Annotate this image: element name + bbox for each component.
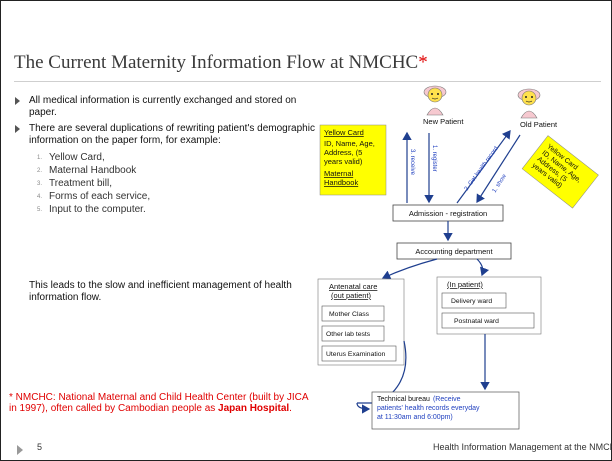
- technical-bureau-line: at 11:30am and 6:00pm): [377, 414, 453, 421]
- delivery-ward-box: [441, 292, 507, 309]
- register-arrow-label: 1. register: [431, 145, 437, 172]
- technical-bureau-box: [371, 391, 520, 430]
- yellow-card-line: years valid): [324, 157, 363, 166]
- accounting-box: [396, 242, 512, 260]
- sub-item: 4. Forms of each service,: [15, 190, 315, 203]
- sub-item-label: Maternal Handbook: [49, 165, 137, 176]
- postnatal-ward-box: [441, 312, 535, 329]
- bullet-text: All medical information is currently exc…: [29, 95, 297, 118]
- sub-item: 1. Yellow Card,: [15, 151, 315, 164]
- sub-item-label: Yellow Card,: [49, 152, 105, 163]
- old-yellow-card-box: [521, 135, 599, 209]
- sub-item-label: Treatment bill,: [49, 178, 112, 189]
- sub-item-number: 5.: [37, 207, 43, 213]
- postnatal-ward-label: Postnatal ward: [454, 318, 499, 325]
- yellow-card-title: Yellow Card: [324, 128, 364, 137]
- footnote-text: * NMCHC: National Maternal and Child Hea…: [9, 392, 309, 414]
- sub-item: 3. Treatment bill,: [15, 177, 315, 190]
- maternal-handbook-line: Handbook: [324, 178, 358, 187]
- yellow-card-line: Address, (5: [324, 148, 362, 157]
- slide-title-text: The Current Maternity Information Flow a…: [14, 52, 419, 73]
- bullet-item: All medical information is currently exc…: [15, 95, 315, 119]
- footer-text: Health Information Management at the NMC…: [433, 442, 612, 452]
- show-arrow: [476, 134, 521, 204]
- accounting-to-inpatient-arrow: [476, 258, 490, 277]
- sub-item-label: Forms of each service,: [49, 191, 151, 202]
- bullet-item: There are several duplications of rewrit…: [15, 123, 315, 147]
- other-lab-label: Other lab tests: [326, 331, 371, 338]
- new-patient-label: New Patient: [423, 117, 464, 126]
- footnote-end: .: [289, 403, 292, 414]
- antenatal-to-bureau-arrow: [356, 402, 371, 414]
- conclusion-text: This leads to the slow and inefficient m…: [29, 280, 292, 303]
- sub-item-number: 4.: [37, 194, 43, 200]
- slide-title: The Current Maternity Information Flow a…: [14, 52, 428, 74]
- accounting-label: Accounting department: [415, 247, 493, 256]
- technical-bureau-line: Technical bureau(Receive: [377, 396, 461, 403]
- antenatal-subtitle: (out patient): [331, 291, 372, 300]
- sub-item: 5. Input to the computer.: [15, 203, 315, 216]
- other-lab-box: [321, 325, 385, 342]
- admission-label: Admission - registration: [409, 209, 487, 218]
- get-record-arrow: [456, 130, 511, 204]
- yellow-card-line: ID, Name, Age,: [324, 139, 375, 148]
- inpatient-title: (In patient): [447, 280, 483, 289]
- sub-item: 2. Maternal Handbook: [15, 164, 315, 177]
- sub-item-label: Input to the computer.: [49, 204, 146, 215]
- maternal-handbook-line: Maternal: [324, 169, 354, 178]
- sub-item-number: 1.: [37, 155, 43, 161]
- technical-bureau-title: Technical bureau: [377, 396, 430, 403]
- sub-item-number: 2.: [37, 168, 43, 174]
- information-flow-diagram: New Patient Old Patient Yellow Card ID, …: [317, 85, 599, 430]
- page-number: 5: [37, 442, 43, 452]
- uterus-box: [321, 345, 397, 362]
- antenatal-title: Antenatal care: [329, 282, 377, 291]
- receive-arrow-label: 3. receive: [409, 149, 415, 176]
- accounting-to-antenatal-arrow: [381, 258, 438, 280]
- yellow-card-box: [319, 124, 387, 196]
- mother-class-label: Mother Class: [329, 311, 370, 318]
- old-patient-icon: [517, 88, 541, 119]
- bullet-text: There are several duplications of rewrit…: [29, 123, 315, 146]
- new-patient-icon: [423, 85, 447, 116]
- footnote-emphasis: Japan Hospital: [218, 403, 290, 414]
- technical-bureau-line: patients' health records everyday: [377, 405, 480, 412]
- title-footnote-star: *: [418, 52, 428, 73]
- sub-item-number: 3.: [37, 181, 43, 187]
- bullet-arrow-icon: [15, 97, 20, 105]
- title-divider: [14, 81, 601, 82]
- bullet-arrow-icon: [15, 125, 20, 133]
- old-patient-label: Old Patient: [520, 120, 558, 129]
- technical-bureau-receive: (Receive: [433, 396, 461, 403]
- uterus-label: Uterus Examination: [326, 351, 386, 358]
- footnote: * NMCHC: National Maternal and Child Hea…: [9, 392, 309, 414]
- bullet-list: All medical information is currently exc…: [15, 95, 315, 216]
- delivery-ward-label: Delivery ward: [451, 298, 492, 305]
- mother-class-box: [321, 305, 385, 322]
- footer-arrow-icon: [17, 445, 23, 455]
- old-yellow-card: Yellow Card ID, Name, Age, Address, (5 y…: [521, 135, 599, 209]
